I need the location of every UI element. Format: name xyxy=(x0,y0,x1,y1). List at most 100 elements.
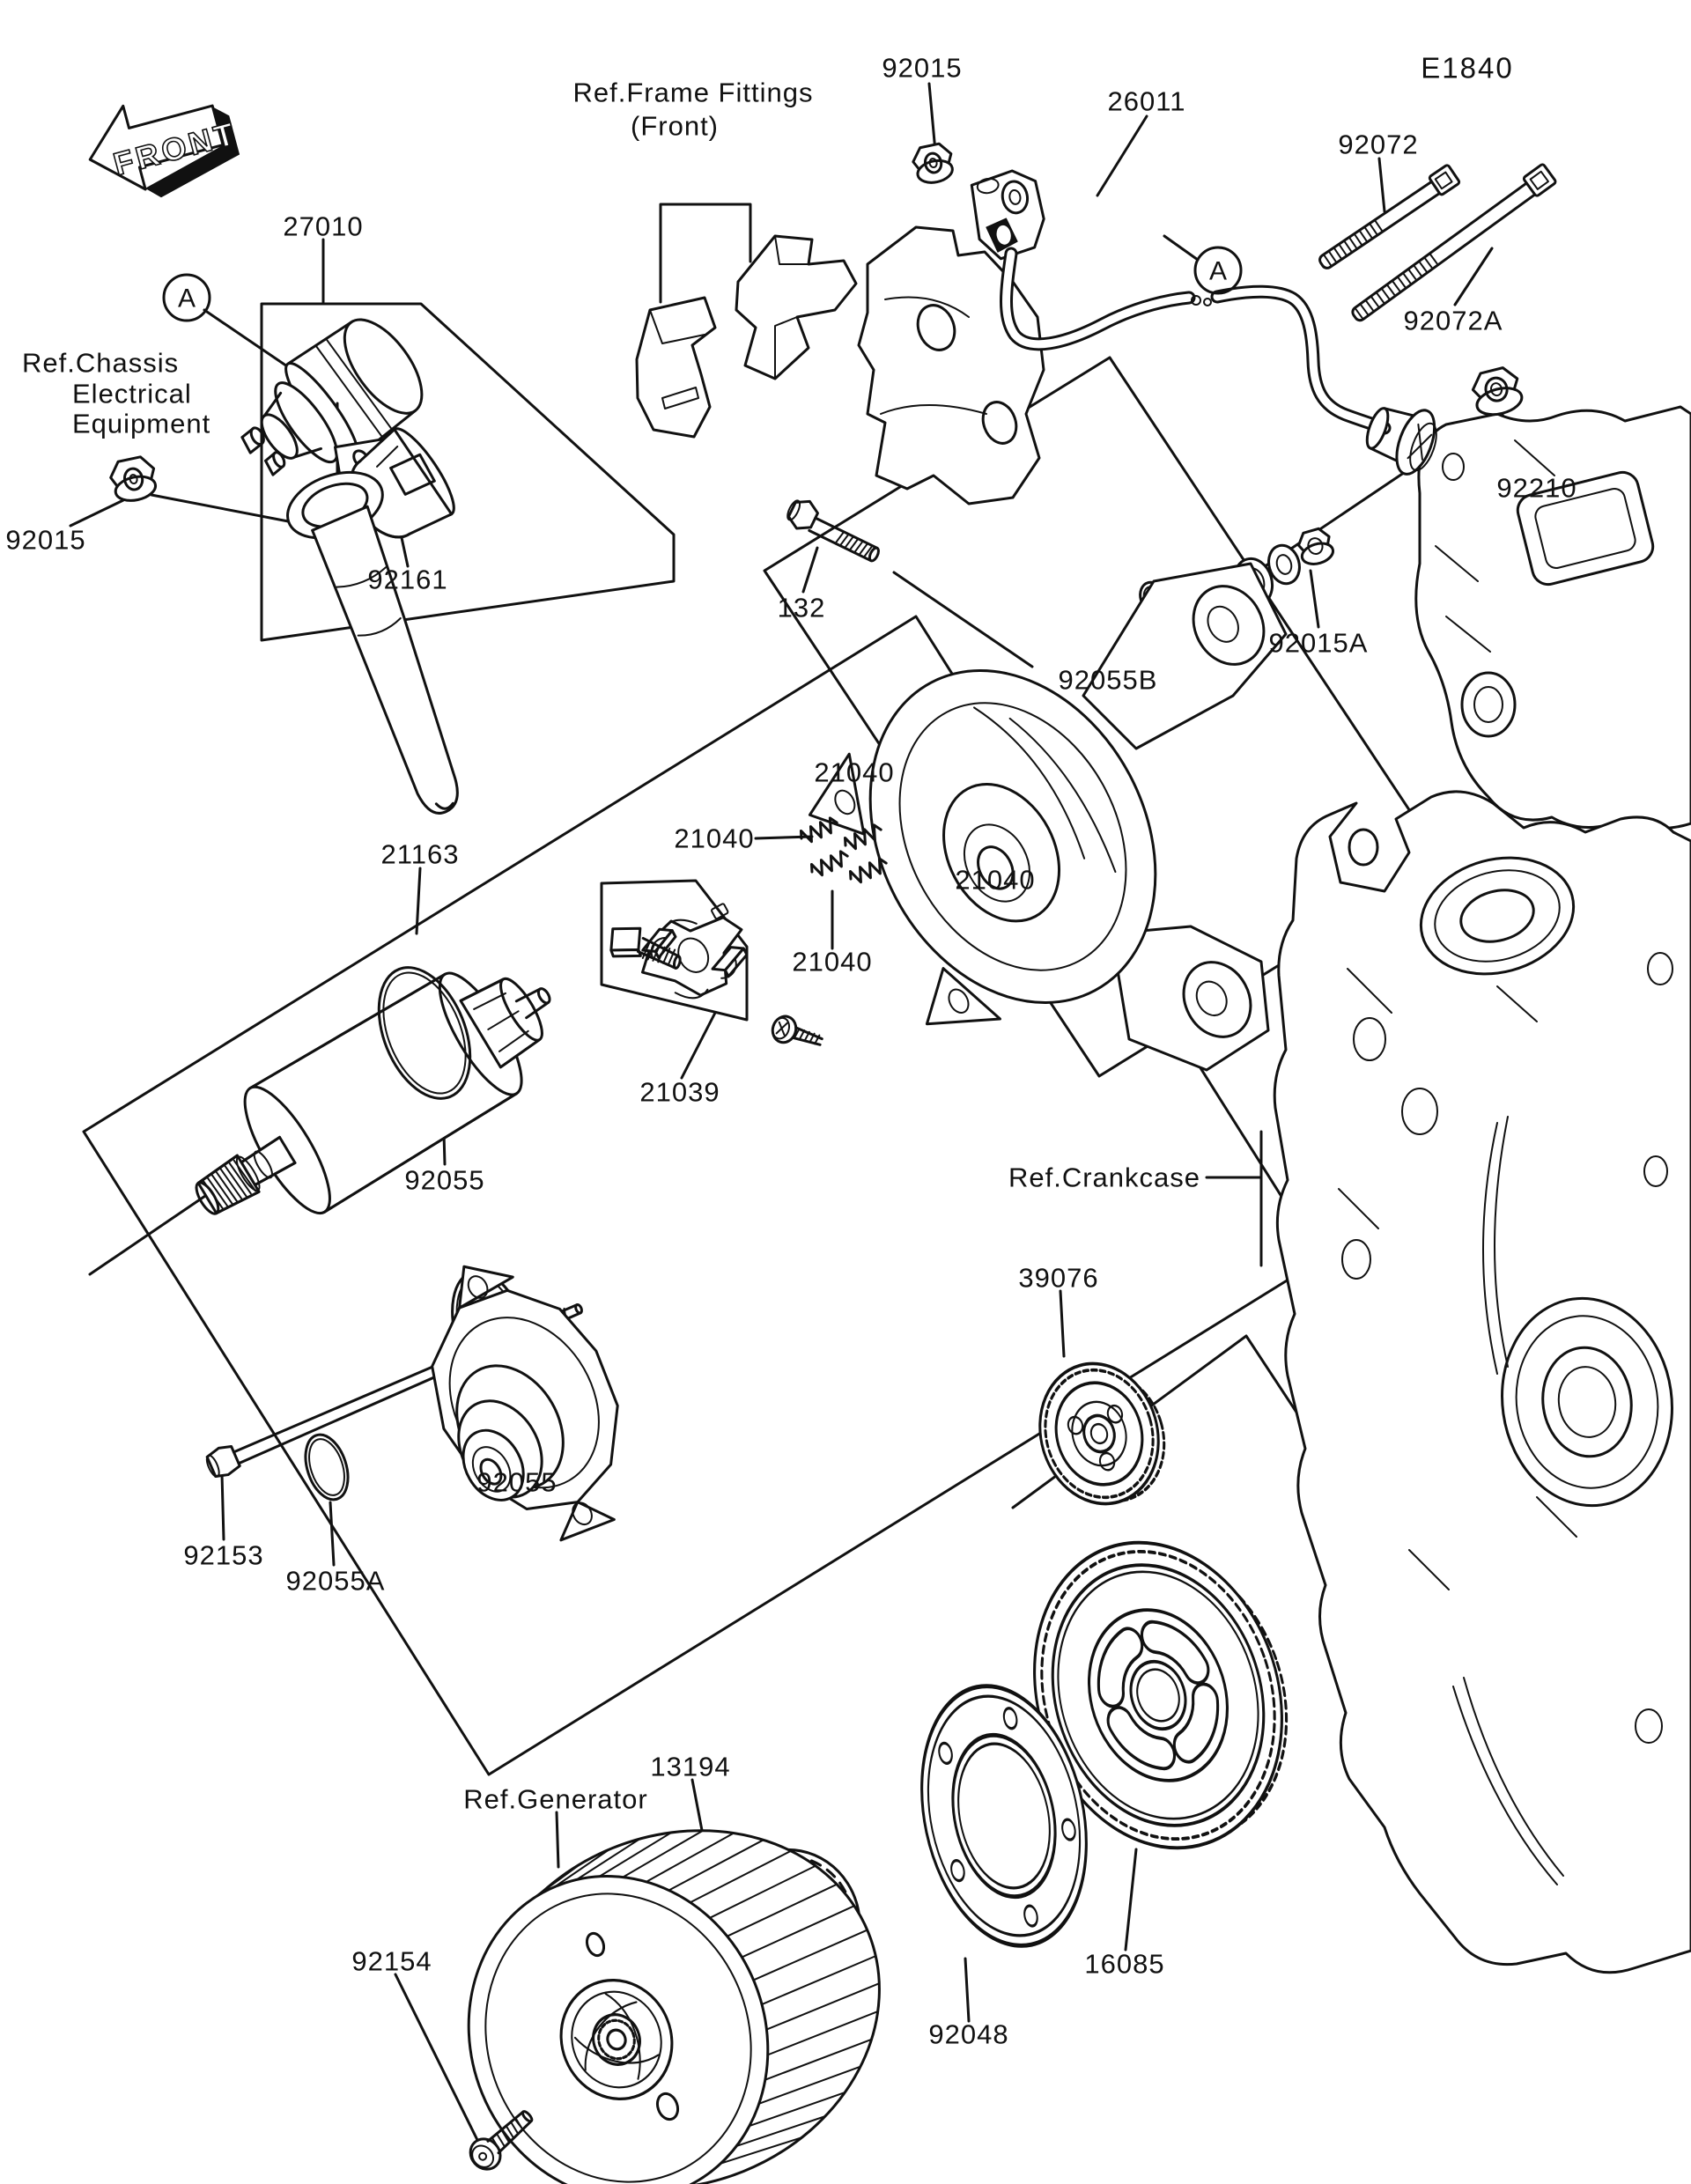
hub-spline xyxy=(597,2018,636,2061)
rotor-fin xyxy=(668,1839,764,1892)
bracket-middle xyxy=(735,234,858,380)
thread-tick xyxy=(1353,232,1363,247)
part-label-21040: 21040 xyxy=(674,823,754,854)
generator-rotor xyxy=(467,1829,881,2184)
thread-tick xyxy=(1343,240,1354,254)
rotor-fin xyxy=(720,2136,803,2165)
thread-tick xyxy=(1391,279,1402,293)
gear-web-ring xyxy=(1071,1400,1127,1467)
cable-tie-92072 xyxy=(1318,164,1461,269)
thread-tick xyxy=(834,530,846,544)
leader-21040-left xyxy=(754,835,814,840)
thread-tick xyxy=(505,2124,515,2139)
rotor-hub xyxy=(559,1979,674,2100)
thread-tick xyxy=(233,1159,256,1192)
thread-tick xyxy=(496,2133,506,2148)
nut-92210 xyxy=(1471,366,1524,417)
rotor-fin xyxy=(553,1848,611,1888)
thread-tick xyxy=(1385,284,1397,298)
clamp-26011 xyxy=(970,169,1045,261)
end-frame-tab-bottom xyxy=(559,1501,616,1542)
crankcase-stud-boss xyxy=(1353,1017,1386,1061)
spring-21040 xyxy=(799,816,838,844)
thread-tick xyxy=(1413,264,1423,278)
leader-132 xyxy=(801,546,819,594)
brush-holder-21039 xyxy=(641,903,749,1000)
hub-spoke xyxy=(604,1992,641,2080)
leader-92153 xyxy=(220,1472,225,1541)
wire-segment-1-core xyxy=(1002,249,1193,349)
end-frame-bearing xyxy=(471,1446,512,1493)
axis-armature xyxy=(88,1194,207,1276)
rotor-fin xyxy=(761,1955,877,2006)
brush-terminal-screw xyxy=(609,926,682,970)
ref-label-2: Ref.Chassis xyxy=(22,348,179,379)
crankcase-starter-bore xyxy=(1419,856,1576,976)
rotor-fin xyxy=(766,2011,879,2056)
ref-label-1: (Front) xyxy=(631,111,719,142)
thread-tick xyxy=(1373,218,1384,233)
thread-tick xyxy=(838,533,850,547)
plate-slots xyxy=(938,1707,1076,1928)
part-label-92015: 92015 xyxy=(882,53,962,84)
solenoid-terminal-face xyxy=(260,413,299,460)
thread-tick xyxy=(803,1030,810,1042)
rotor-fin xyxy=(709,1864,816,1919)
thread-tick xyxy=(1333,247,1343,261)
axis-end-cover xyxy=(892,571,1034,668)
solenoid-shoulder xyxy=(274,381,339,464)
cover-bottom-boss xyxy=(1182,961,1252,1038)
thread-tick xyxy=(814,1034,821,1045)
cover-face xyxy=(808,669,1157,1026)
solenoid-neck-lines xyxy=(262,391,322,459)
wire-terminal-grommet xyxy=(1365,407,1437,476)
part-label-21040: 21040 xyxy=(792,947,872,978)
part-label-92048: 92048 xyxy=(928,2019,1008,2050)
leader-92072 xyxy=(1377,157,1386,213)
ref-label-5: Ref.Crankcase xyxy=(1008,1162,1200,1193)
crankcase-rib-lines xyxy=(1338,968,1577,1590)
leader-nut-to-connector xyxy=(150,493,308,527)
rotor-fin xyxy=(748,2092,846,2128)
part-label-92055B: 92055B xyxy=(1059,665,1158,696)
plate-slot-hole xyxy=(1061,1818,1076,1841)
bracket-right xyxy=(857,225,1045,505)
plate-inner-ring xyxy=(957,1742,1051,1890)
leader-39076 xyxy=(1059,1289,1066,1358)
ref-label-0: Ref.Frame Fittings xyxy=(573,77,814,108)
part-label-21039: 21039 xyxy=(639,1077,720,1108)
part-label-92210: 92210 xyxy=(1496,473,1577,504)
thread-tick xyxy=(500,2129,510,2143)
gear-hole xyxy=(1067,1415,1084,1435)
crankcase-upper-section xyxy=(1414,405,1691,830)
thread-tick xyxy=(1338,243,1348,257)
part-label-13194: 13194 xyxy=(650,1752,730,1782)
hub-ring xyxy=(571,1990,662,2089)
thread-tick xyxy=(509,2121,520,2136)
clutch-hub-bore xyxy=(1136,1668,1180,1723)
box-brush-holder xyxy=(600,879,749,1022)
rotor-fin xyxy=(575,1838,641,1881)
starter-solenoid-27010 xyxy=(240,318,424,480)
bracket-hole xyxy=(916,304,956,351)
gear-hole xyxy=(1098,1451,1116,1472)
idler-gear-39076 xyxy=(1038,1361,1166,1506)
part-label-92154: 92154 xyxy=(351,1946,432,1977)
commutator-segments xyxy=(473,992,529,1052)
spring-21040 xyxy=(848,857,888,884)
thread-tick xyxy=(491,2137,501,2151)
leader-21039 xyxy=(680,1011,717,1080)
thread-tick xyxy=(1322,253,1333,268)
thread-tick xyxy=(809,1032,816,1044)
crankcase-main-outline xyxy=(1273,790,1691,1974)
thread-tick xyxy=(662,948,671,964)
leader-92154 xyxy=(394,1973,479,2142)
hub-bore xyxy=(606,2028,627,2051)
brush-terminal-tab xyxy=(711,903,729,920)
thread-tick xyxy=(667,948,676,966)
part-label-92015A: 92015A xyxy=(1269,628,1369,659)
leader-21163 xyxy=(415,867,422,935)
leader-ref-generator xyxy=(555,1811,560,1869)
thread-tick xyxy=(848,537,860,551)
